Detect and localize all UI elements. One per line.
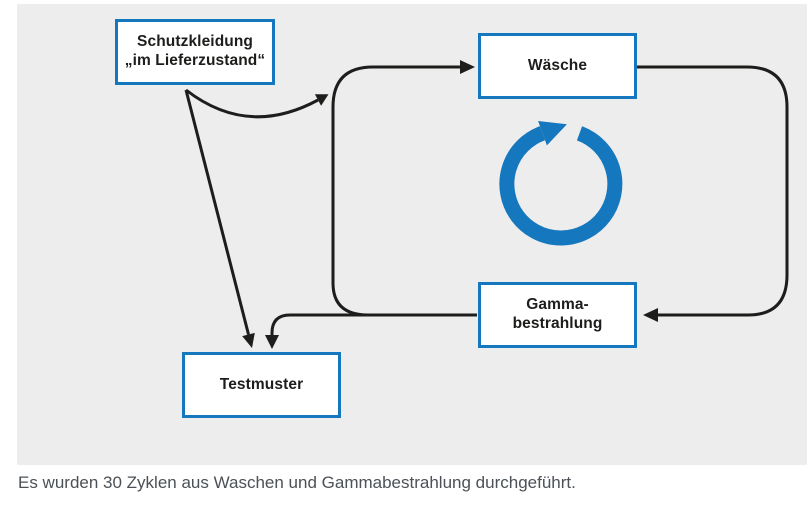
node-schutzkleidung: Schutzkleidung „im Lieferzustand“ bbox=[115, 19, 275, 85]
arrow-waesche-to-gamma bbox=[637, 65, 789, 322]
arrowhead-down-icon bbox=[265, 335, 279, 349]
node-gamma-bestrahlung: Gamma- bestrahlung bbox=[478, 282, 637, 348]
arrow-line bbox=[270, 313, 477, 336]
arrow-line bbox=[185, 88, 319, 119]
node-label-line: Wäsche bbox=[527, 56, 588, 74]
arrow-schutzkleidung-to-cycle bbox=[185, 88, 329, 119]
arrow-schutzkleidung-to-testmuster bbox=[184, 89, 255, 348]
arrow-gamma-to-waesche bbox=[331, 60, 475, 317]
figure-caption: Es wurden 30 Zyklen aus Waschen und Gamm… bbox=[18, 473, 576, 492]
node-waesche: Wäsche bbox=[478, 33, 637, 99]
cycle-ring bbox=[499, 126, 623, 246]
node-testmuster: Testmuster bbox=[182, 352, 341, 418]
cycle-arrow-icon bbox=[499, 121, 623, 246]
arrow-gamma-to-testmuster bbox=[265, 313, 477, 349]
node-label-line: „im Lieferzustand“ bbox=[124, 52, 266, 69]
node-label-line: Schutzkleidung bbox=[137, 33, 253, 51]
arrow-line bbox=[331, 65, 461, 317]
arrow-line bbox=[637, 65, 789, 317]
arrowhead-right-icon bbox=[460, 60, 475, 74]
node-label-line: Testmuster bbox=[219, 375, 304, 393]
node-label-line: bestrahlung bbox=[512, 315, 603, 332]
arrowhead-left-icon bbox=[643, 308, 658, 322]
arrowhead-upright-icon bbox=[314, 94, 329, 106]
node-label-line: Gamma- bbox=[526, 296, 589, 314]
cycle-arrowhead-icon bbox=[538, 121, 567, 146]
arrowhead-down-icon bbox=[242, 332, 255, 348]
arrow-line bbox=[184, 89, 250, 335]
